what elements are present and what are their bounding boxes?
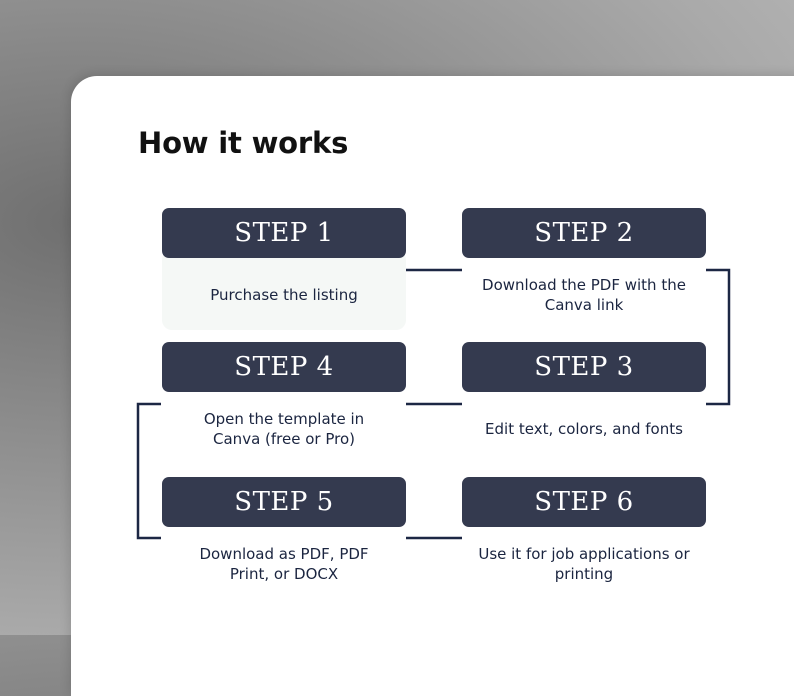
- step-6-header: STEP 6: [462, 477, 706, 527]
- step-2-header: STEP 2: [462, 208, 706, 258]
- step-4-header: STEP 4: [162, 342, 406, 392]
- step-2-description: Download the PDF with the Canva link: [462, 250, 706, 330]
- step-5-header: STEP 5: [162, 477, 406, 527]
- step-6-description: Use it for job applications or printing: [462, 519, 706, 599]
- step-3-card: STEP 3 Edit text, colors, and fonts: [462, 342, 706, 464]
- page-title: How it works: [138, 126, 349, 160]
- step-5-card: STEP 5 Download as PDF, PDF Print, or DO…: [162, 477, 406, 599]
- step-1-description: Purchase the listing: [162, 250, 406, 330]
- step-2-card: STEP 2 Download the PDF with the Canva l…: [462, 208, 706, 330]
- step-1-card: STEP 1 Purchase the listing: [162, 208, 406, 330]
- step-6-card: STEP 6 Use it for job applications or pr…: [462, 477, 706, 599]
- step-4-card: STEP 4 Open the template in Canva (free …: [162, 342, 406, 464]
- step-5-description: Download as PDF, PDF Print, or DOCX: [162, 519, 406, 599]
- step-3-description: Edit text, colors, and fonts: [462, 384, 706, 464]
- step-1-header: STEP 1: [162, 208, 406, 258]
- step-4-description: Open the template in Canva (free or Pro): [162, 384, 406, 464]
- step-3-header: STEP 3: [462, 342, 706, 392]
